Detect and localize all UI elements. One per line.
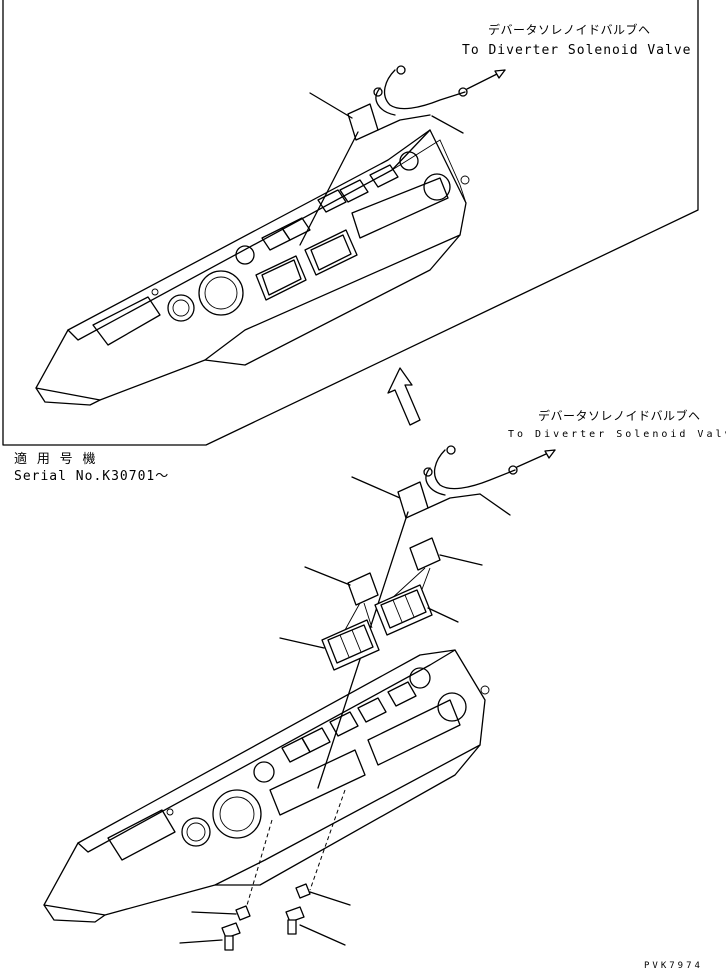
view-arrow [387, 367, 421, 426]
inset-switch-bracket [299, 92, 431, 246]
inset-console-panel [35, 129, 470, 406]
main-label-en: To Diverter Solenoid Valve [508, 429, 726, 440]
inset-label-jp: デバータソレノイドバルブヘ [488, 23, 651, 37]
rocker-switch-right [374, 584, 459, 636]
switch-cover-upper-right [389, 537, 483, 601]
inset-frame [2, 0, 699, 446]
switch-cover-left [304, 566, 379, 631]
inset-view [2, 0, 699, 446]
main-label-jp: デバータソレノイドバルブヘ [538, 409, 701, 423]
main-view [43, 445, 556, 951]
drawing-code: PVK7974 [644, 961, 703, 971]
main-console-panel [43, 649, 490, 923]
inset-label-en: To Diverter Solenoid Valve [462, 43, 692, 58]
inset-wire-harness [373, 65, 506, 134]
main-wire-harness [423, 445, 556, 516]
rocker-switch-left [279, 619, 380, 671]
serial-number: Serial No.K30701〜 [14, 469, 170, 484]
serial-label-jp: 適 用 号 機 [14, 452, 97, 467]
clips-and-screws [179, 789, 351, 951]
